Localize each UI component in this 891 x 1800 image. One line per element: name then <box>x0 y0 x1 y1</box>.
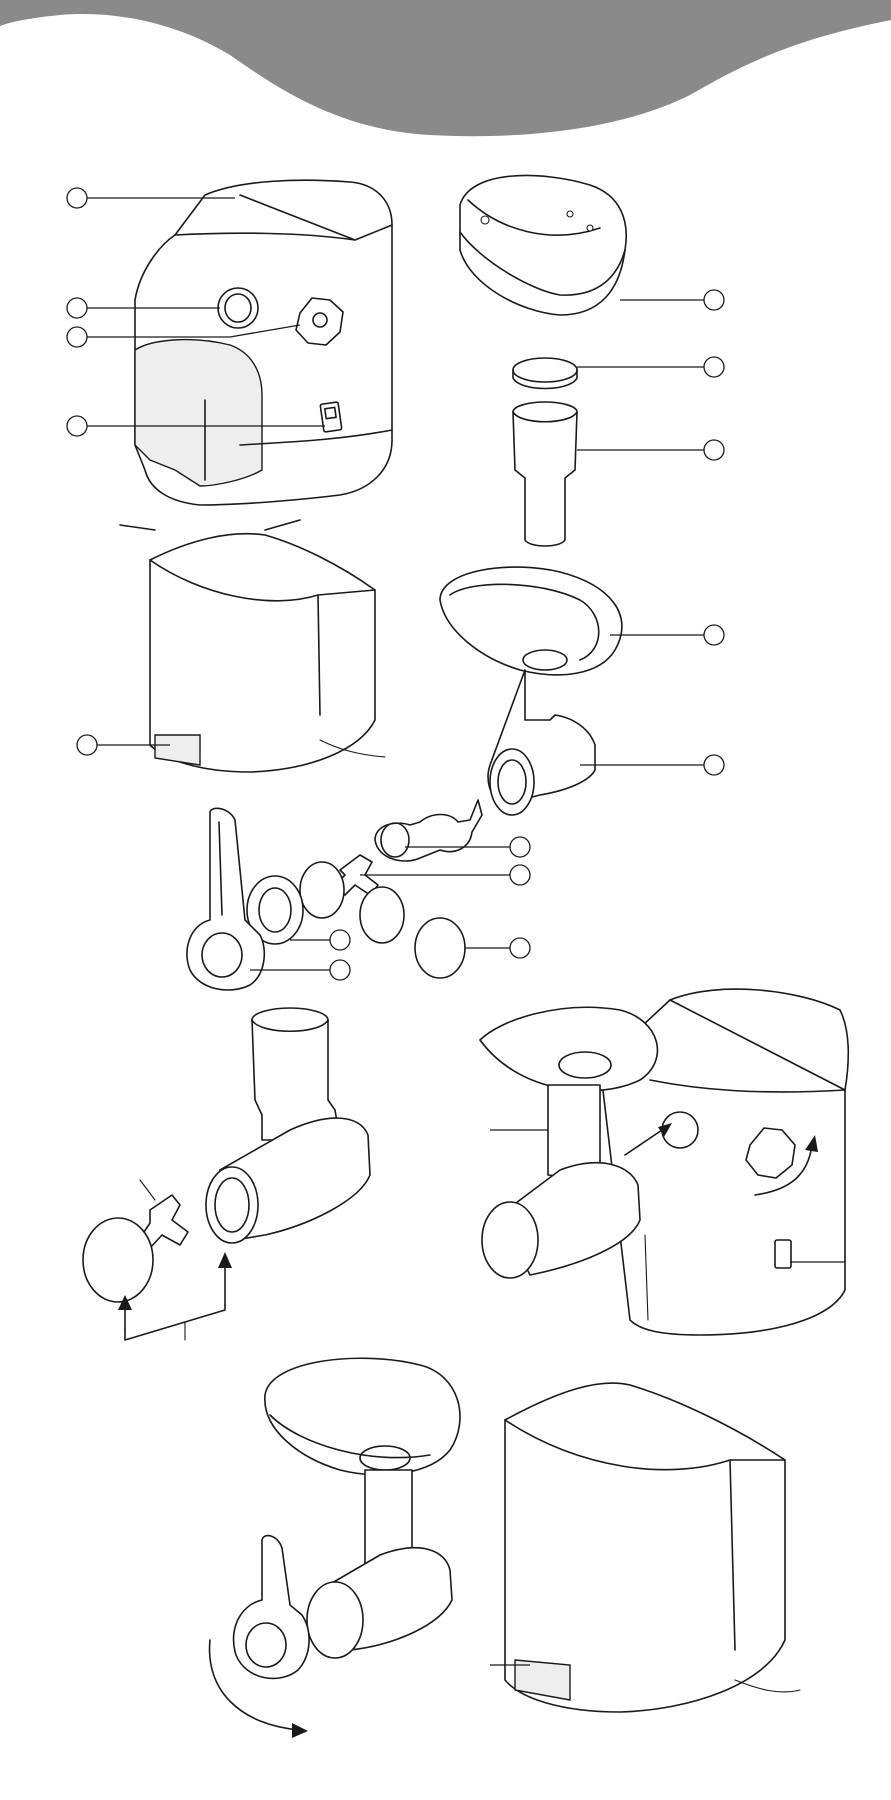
callout-feed-screw <box>510 837 530 857</box>
storage-cap <box>513 358 577 382</box>
callout-accessory-tray <box>704 290 724 310</box>
accessory-tray <box>460 175 626 315</box>
attach-plate <box>482 1202 538 1278</box>
assembly-step-figure <box>83 1008 370 1340</box>
cord-storage-figure <box>77 520 385 772</box>
cord-storage-final-figure <box>490 1383 800 1712</box>
food-pusher <box>513 412 577 546</box>
final-power-cord <box>735 1680 800 1692</box>
callout-ring-wrench <box>330 960 350 980</box>
tighten-plate <box>307 1582 363 1658</box>
attach-switch <box>775 1240 791 1268</box>
fine-plate <box>415 918 465 978</box>
food-tray <box>440 567 622 675</box>
callout-fine-plate <box>510 938 530 958</box>
callout-drive-socket <box>67 298 87 318</box>
coarse-plate <box>300 862 344 918</box>
top-accessories-figure <box>460 175 724 546</box>
medium-plate <box>360 887 404 943</box>
attach-tray <box>480 1007 657 1090</box>
callout-grinder-body <box>704 755 724 775</box>
tighten-figure <box>210 1358 460 1738</box>
feed-screw <box>375 800 482 861</box>
callout-cutting-blade <box>510 865 530 885</box>
callout-storage-cap <box>704 357 724 377</box>
grinder-thread-ring <box>490 749 534 815</box>
callout-locking-knob <box>67 327 87 347</box>
header-band <box>0 0 891 136</box>
tighten-wrench <box>234 1536 310 1679</box>
callout-power-switch <box>67 416 87 436</box>
callout-motor-top <box>67 188 87 208</box>
callout-food-tray <box>704 625 724 645</box>
attach-figure <box>480 989 848 1335</box>
tighten-tray <box>265 1358 460 1475</box>
cord-compartment <box>155 735 200 765</box>
callout-food-pusher <box>704 440 724 460</box>
callout-cord-storage <box>77 735 97 755</box>
motor-unit-figure <box>67 180 392 505</box>
power-switch <box>320 402 342 432</box>
step-plate <box>83 1218 153 1302</box>
callout-ring-nut <box>330 930 350 950</box>
